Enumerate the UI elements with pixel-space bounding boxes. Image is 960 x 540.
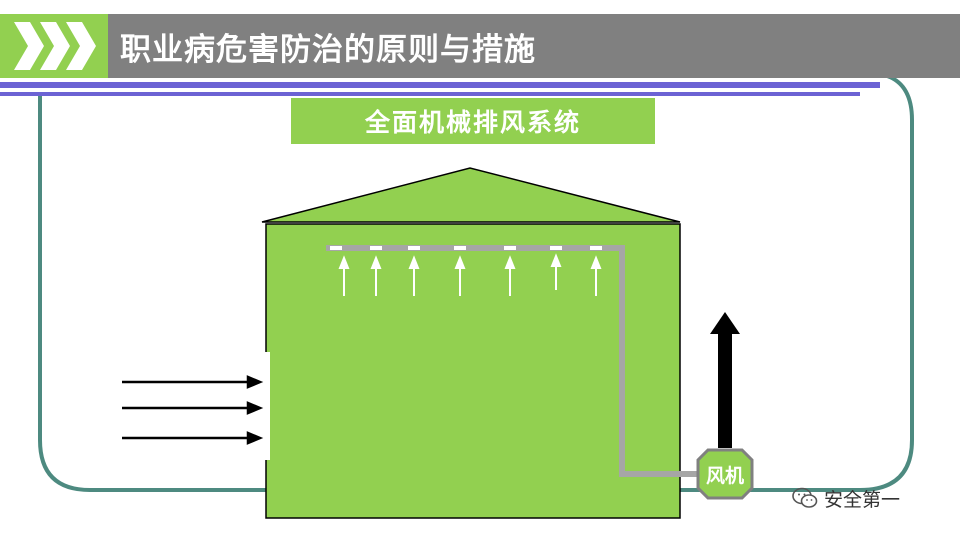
header-accent-line-thin xyxy=(0,92,860,96)
exhaust-arrow xyxy=(710,312,740,448)
title-bar: 职业病危害防治的原则与措施 xyxy=(108,14,960,78)
duct-opening xyxy=(370,246,382,250)
chevron-decoration xyxy=(0,14,108,78)
fan-body xyxy=(696,448,754,500)
header-accent-line xyxy=(0,82,880,88)
building-body xyxy=(265,223,681,519)
duct-opening xyxy=(590,246,602,250)
inlet-opening xyxy=(264,352,270,460)
duct-openings xyxy=(330,246,602,250)
wechat-icon xyxy=(792,487,818,508)
duct-opening xyxy=(550,246,562,250)
duct-opening xyxy=(330,246,342,250)
duct-opening xyxy=(504,246,516,250)
suction-arrows xyxy=(338,253,602,296)
watermark: 安全第一 xyxy=(792,484,900,512)
duct-opening xyxy=(408,246,420,250)
inlet-arrows xyxy=(122,375,264,445)
fan: 风机 xyxy=(697,449,753,499)
frame-outline xyxy=(38,72,914,492)
exhaust-duct xyxy=(326,245,700,477)
fan-label: 风机 xyxy=(705,464,744,487)
building-roof xyxy=(261,167,681,223)
header-bar: 职业病危害防治的原则与措施 xyxy=(0,14,960,78)
page-title: 职业病危害防治的原则与措施 xyxy=(120,31,536,68)
watermark-text: 安全第一 xyxy=(824,488,901,511)
diagram-subtitle-box: 全面机械排风系统 xyxy=(291,98,655,144)
diagram-subtitle: 全面机械排风系统 xyxy=(364,108,581,137)
duct-opening xyxy=(454,246,466,250)
chevron-icon xyxy=(14,22,96,70)
